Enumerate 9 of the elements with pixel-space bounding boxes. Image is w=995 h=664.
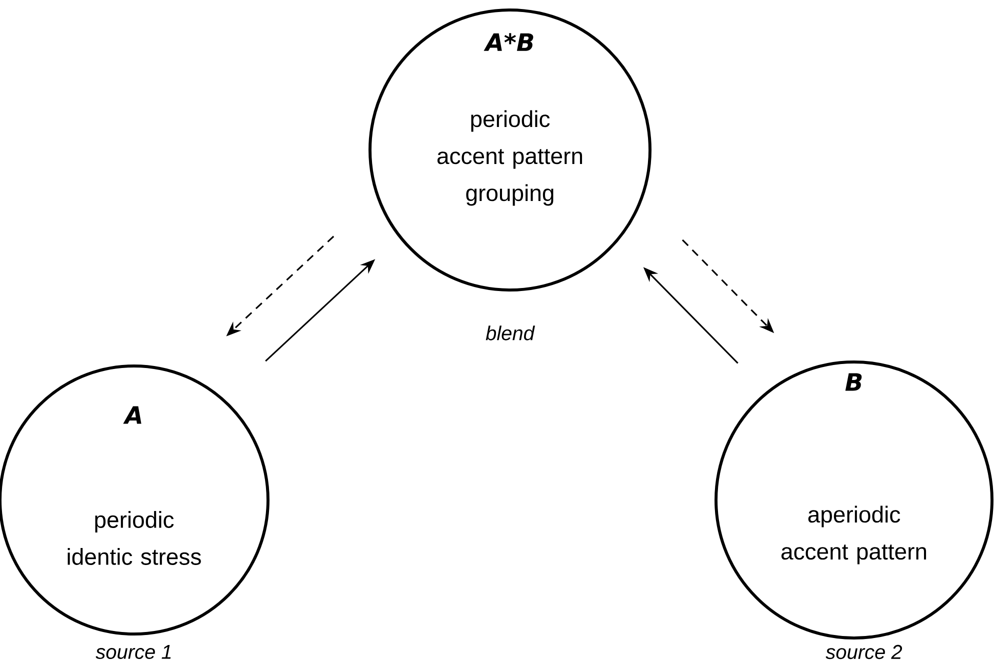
node-heading: B <box>845 373 862 391</box>
node-label: source 2 <box>826 644 902 660</box>
node-text: aperiodic accent pattern <box>781 506 926 564</box>
node-heading: A*B <box>484 33 534 51</box>
node-heading: A <box>123 406 142 424</box>
node-text: periodic identic stress <box>68 511 201 565</box>
node-label: blend <box>486 326 535 340</box>
node-text: periodic accent pattern grouping <box>437 110 582 206</box>
node-label: source 1 <box>96 645 171 659</box>
